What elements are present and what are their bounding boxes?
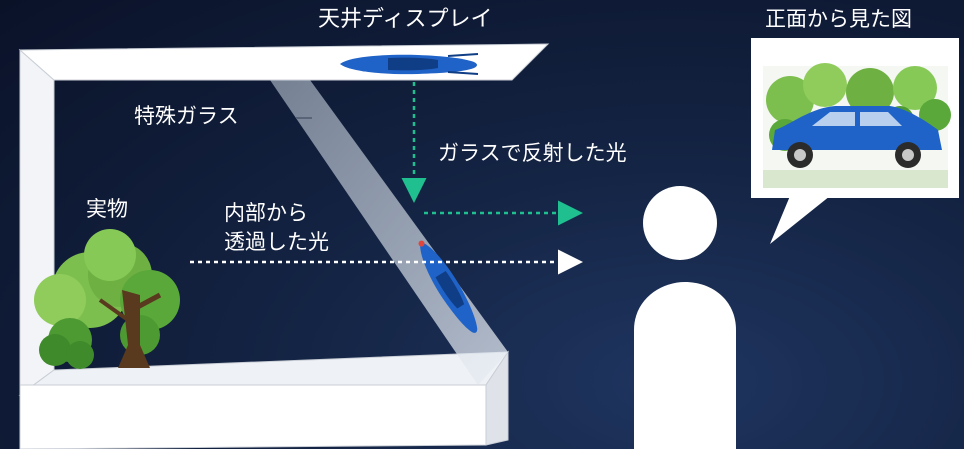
case-base-front	[19, 384, 487, 449]
reflected-light-label: ガラスで反射した光	[438, 141, 627, 165]
special-glass	[270, 80, 508, 385]
real-object-label: 実物	[86, 197, 128, 221]
special-glass-label: 特殊ガラス	[134, 104, 239, 128]
reflected-car-icon	[418, 240, 478, 333]
case-base-side	[485, 350, 509, 446]
tree-icon	[34, 229, 180, 369]
front-view-car-icon	[772, 106, 942, 168]
transmitted-light-label-line1: 内部から	[224, 201, 308, 225]
car-icon	[340, 53, 479, 75]
person-icon	[634, 186, 736, 449]
transmitted-light-label-line2: 透過した光	[224, 230, 329, 254]
ceiling-display-label: 天井ディスプレイ	[318, 7, 493, 32]
front-view-label: 正面から見た図	[765, 7, 912, 31]
speech-bubble	[751, 38, 959, 244]
